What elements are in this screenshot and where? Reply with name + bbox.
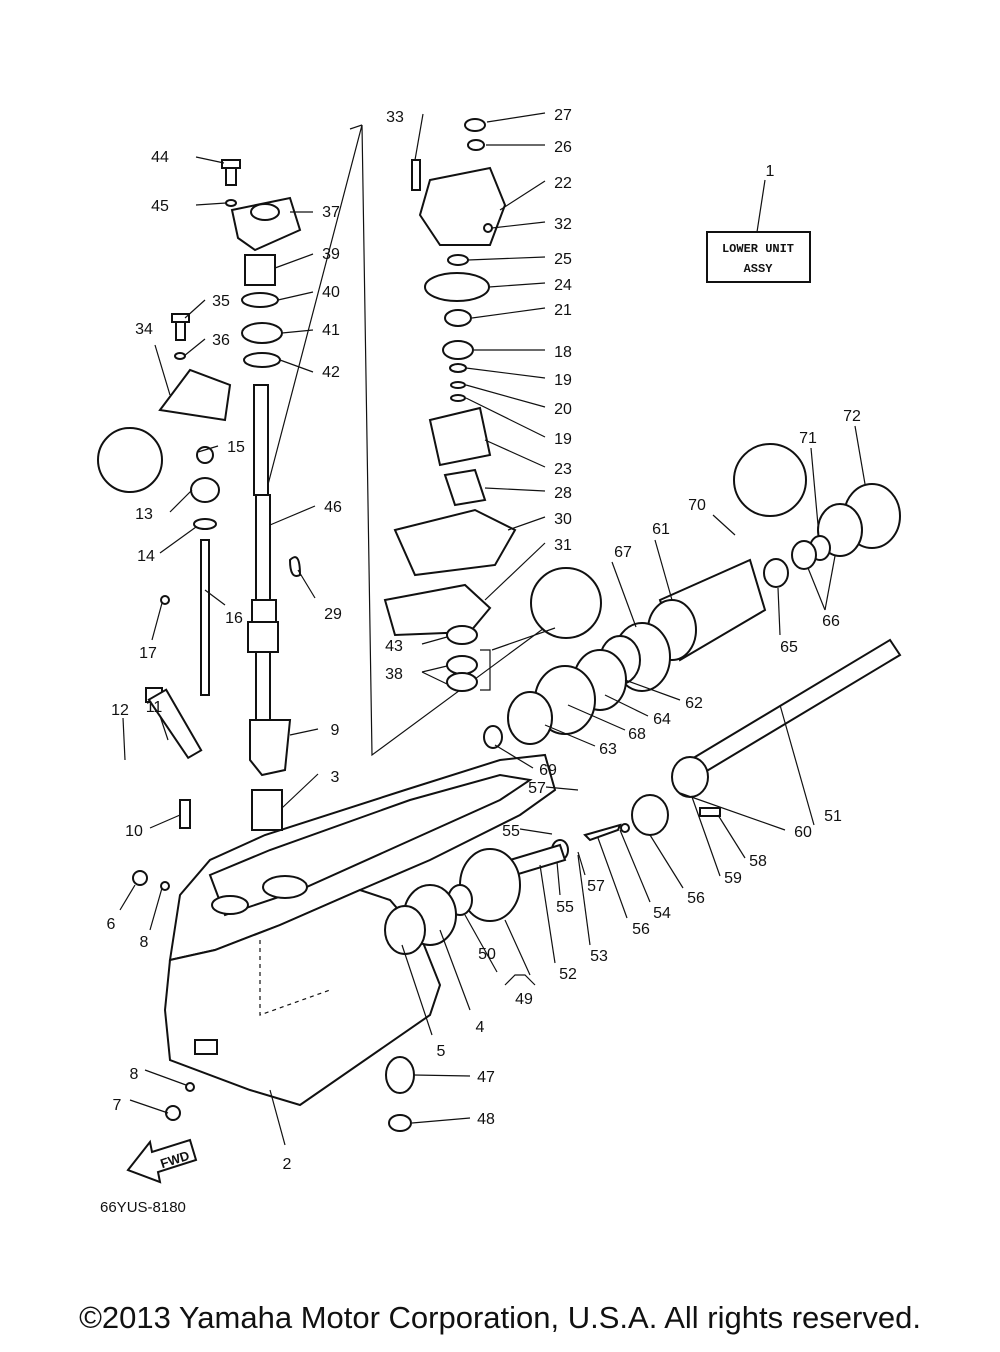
part-number-label: 16 (225, 610, 243, 627)
part-number-label: 13 (135, 506, 153, 523)
part-number-label: 8 (130, 1066, 139, 1083)
part-number-label: 8 (140, 934, 149, 951)
part-number-label: 55 (502, 823, 520, 840)
gear-case-housing (163, 753, 557, 1107)
part-number-label: 71 (799, 430, 817, 447)
part-number-label: 54 (653, 905, 671, 922)
part-number-label: 47 (477, 1069, 495, 1086)
part-number-label: 25 (554, 251, 572, 268)
boundary-lines (264, 124, 560, 757)
part-number-label: 62 (685, 695, 703, 712)
part-number-label: 57 (587, 878, 605, 895)
part-number-label: 22 (554, 175, 572, 192)
part-number-label: 35 (212, 293, 230, 310)
part-number-labels: 1234567889101112131415161718191920212223… (107, 107, 861, 1173)
lower-unit-assy-box: LOWER UNIT ASSY (706, 231, 811, 283)
part-number-label: 44 (151, 149, 169, 166)
part-number-label: 50 (478, 946, 496, 963)
part-number-label: 37 (322, 204, 340, 221)
part-number-label: 72 (843, 408, 861, 425)
part-number-label: 67 (614, 544, 632, 561)
part-number-label: 46 (324, 499, 342, 516)
part-number-label: 53 (590, 948, 608, 965)
part-number-label: 4 (476, 1019, 485, 1036)
part-number-label: 60 (794, 824, 812, 841)
part-number-label: 42 (322, 364, 340, 381)
part-number-label: 26 (554, 139, 572, 156)
part-number-label: 7 (113, 1097, 122, 1114)
part-number-label: 57 (528, 780, 546, 797)
part-number-label: 14 (137, 548, 155, 565)
part-number-label: 63 (599, 741, 617, 758)
part-number-label: 34 (135, 321, 153, 338)
part-number-label: 38 (385, 666, 403, 683)
part-number-label: 59 (724, 870, 742, 887)
part-number-label: 20 (554, 401, 572, 418)
part-number-label: 17 (139, 645, 157, 662)
part-number-label: 49 (515, 991, 533, 1008)
fwd-arrow-icon: FWD (126, 1138, 198, 1184)
part-number-label: 19 (554, 372, 572, 389)
part-number-label: 55 (556, 899, 574, 916)
part-number-label: 6 (107, 916, 116, 933)
part-number-label: 70 (688, 497, 706, 514)
part-number-label: 1 (766, 163, 775, 180)
part-number-label: 58 (749, 853, 767, 870)
part-number-label: 21 (554, 302, 572, 319)
part-number-label: 27 (554, 107, 572, 124)
part-number-label: 36 (212, 332, 230, 349)
part-number-label: 12 (111, 702, 129, 719)
part-number-label: 33 (386, 109, 404, 126)
part-number-label: 10 (125, 823, 143, 840)
part-number-label: 56 (687, 890, 705, 907)
part-number-label: 51 (824, 808, 842, 825)
part-number-label: 28 (554, 485, 572, 502)
part-number-label: 65 (780, 639, 798, 656)
part-number-label: 41 (322, 322, 340, 339)
part-number-label: 45 (151, 198, 169, 215)
part-number-label: 43 (385, 638, 403, 655)
part-number-label: 68 (628, 726, 646, 743)
part-number-label: 5 (437, 1043, 446, 1060)
part-number-label: 56 (632, 921, 650, 938)
diagram-code: 66YUS-8180 (100, 1199, 186, 1216)
part-number-label: 23 (554, 461, 572, 478)
part-number-label: 39 (322, 246, 340, 263)
part-number-label: 48 (477, 1111, 495, 1128)
lower-unit-exploded-diagram: 1234567889101112131415161718191920212223… (97, 107, 902, 1216)
leader-lines (119, 112, 866, 1146)
assy-box-line2: ASSY (744, 262, 774, 276)
part-number-label: 15 (227, 439, 245, 456)
part-number-label: 2 (283, 1156, 292, 1173)
upper-parts-left (97, 159, 302, 1121)
part-number-label: 18 (554, 344, 572, 361)
part-number-label: 3 (331, 769, 340, 786)
part-number-label: 31 (554, 537, 572, 554)
part-number-label: 40 (322, 284, 340, 301)
part-number-label: 24 (554, 277, 572, 294)
part-number-label: 19 (554, 431, 572, 448)
part-number-label: 29 (324, 606, 342, 623)
part-number-label: 66 (822, 613, 840, 630)
part-number-label: 9 (331, 722, 340, 739)
part-number-label: 32 (554, 216, 572, 233)
part-number-label: 61 (652, 521, 670, 538)
part-number-label: 11 (146, 699, 163, 716)
part-number-label: 52 (559, 966, 577, 983)
part-number-label: 64 (653, 711, 671, 728)
water-pump-parts (383, 118, 602, 692)
assy-box-line1: LOWER UNIT (722, 242, 794, 256)
copyright-notice: ©2013 Yamaha Motor Corporation, U.S.A. A… (79, 1300, 921, 1335)
part-number-label: 30 (554, 511, 572, 528)
propeller-shaft-parts (384, 443, 902, 1132)
part-number-label: 69 (539, 762, 557, 779)
